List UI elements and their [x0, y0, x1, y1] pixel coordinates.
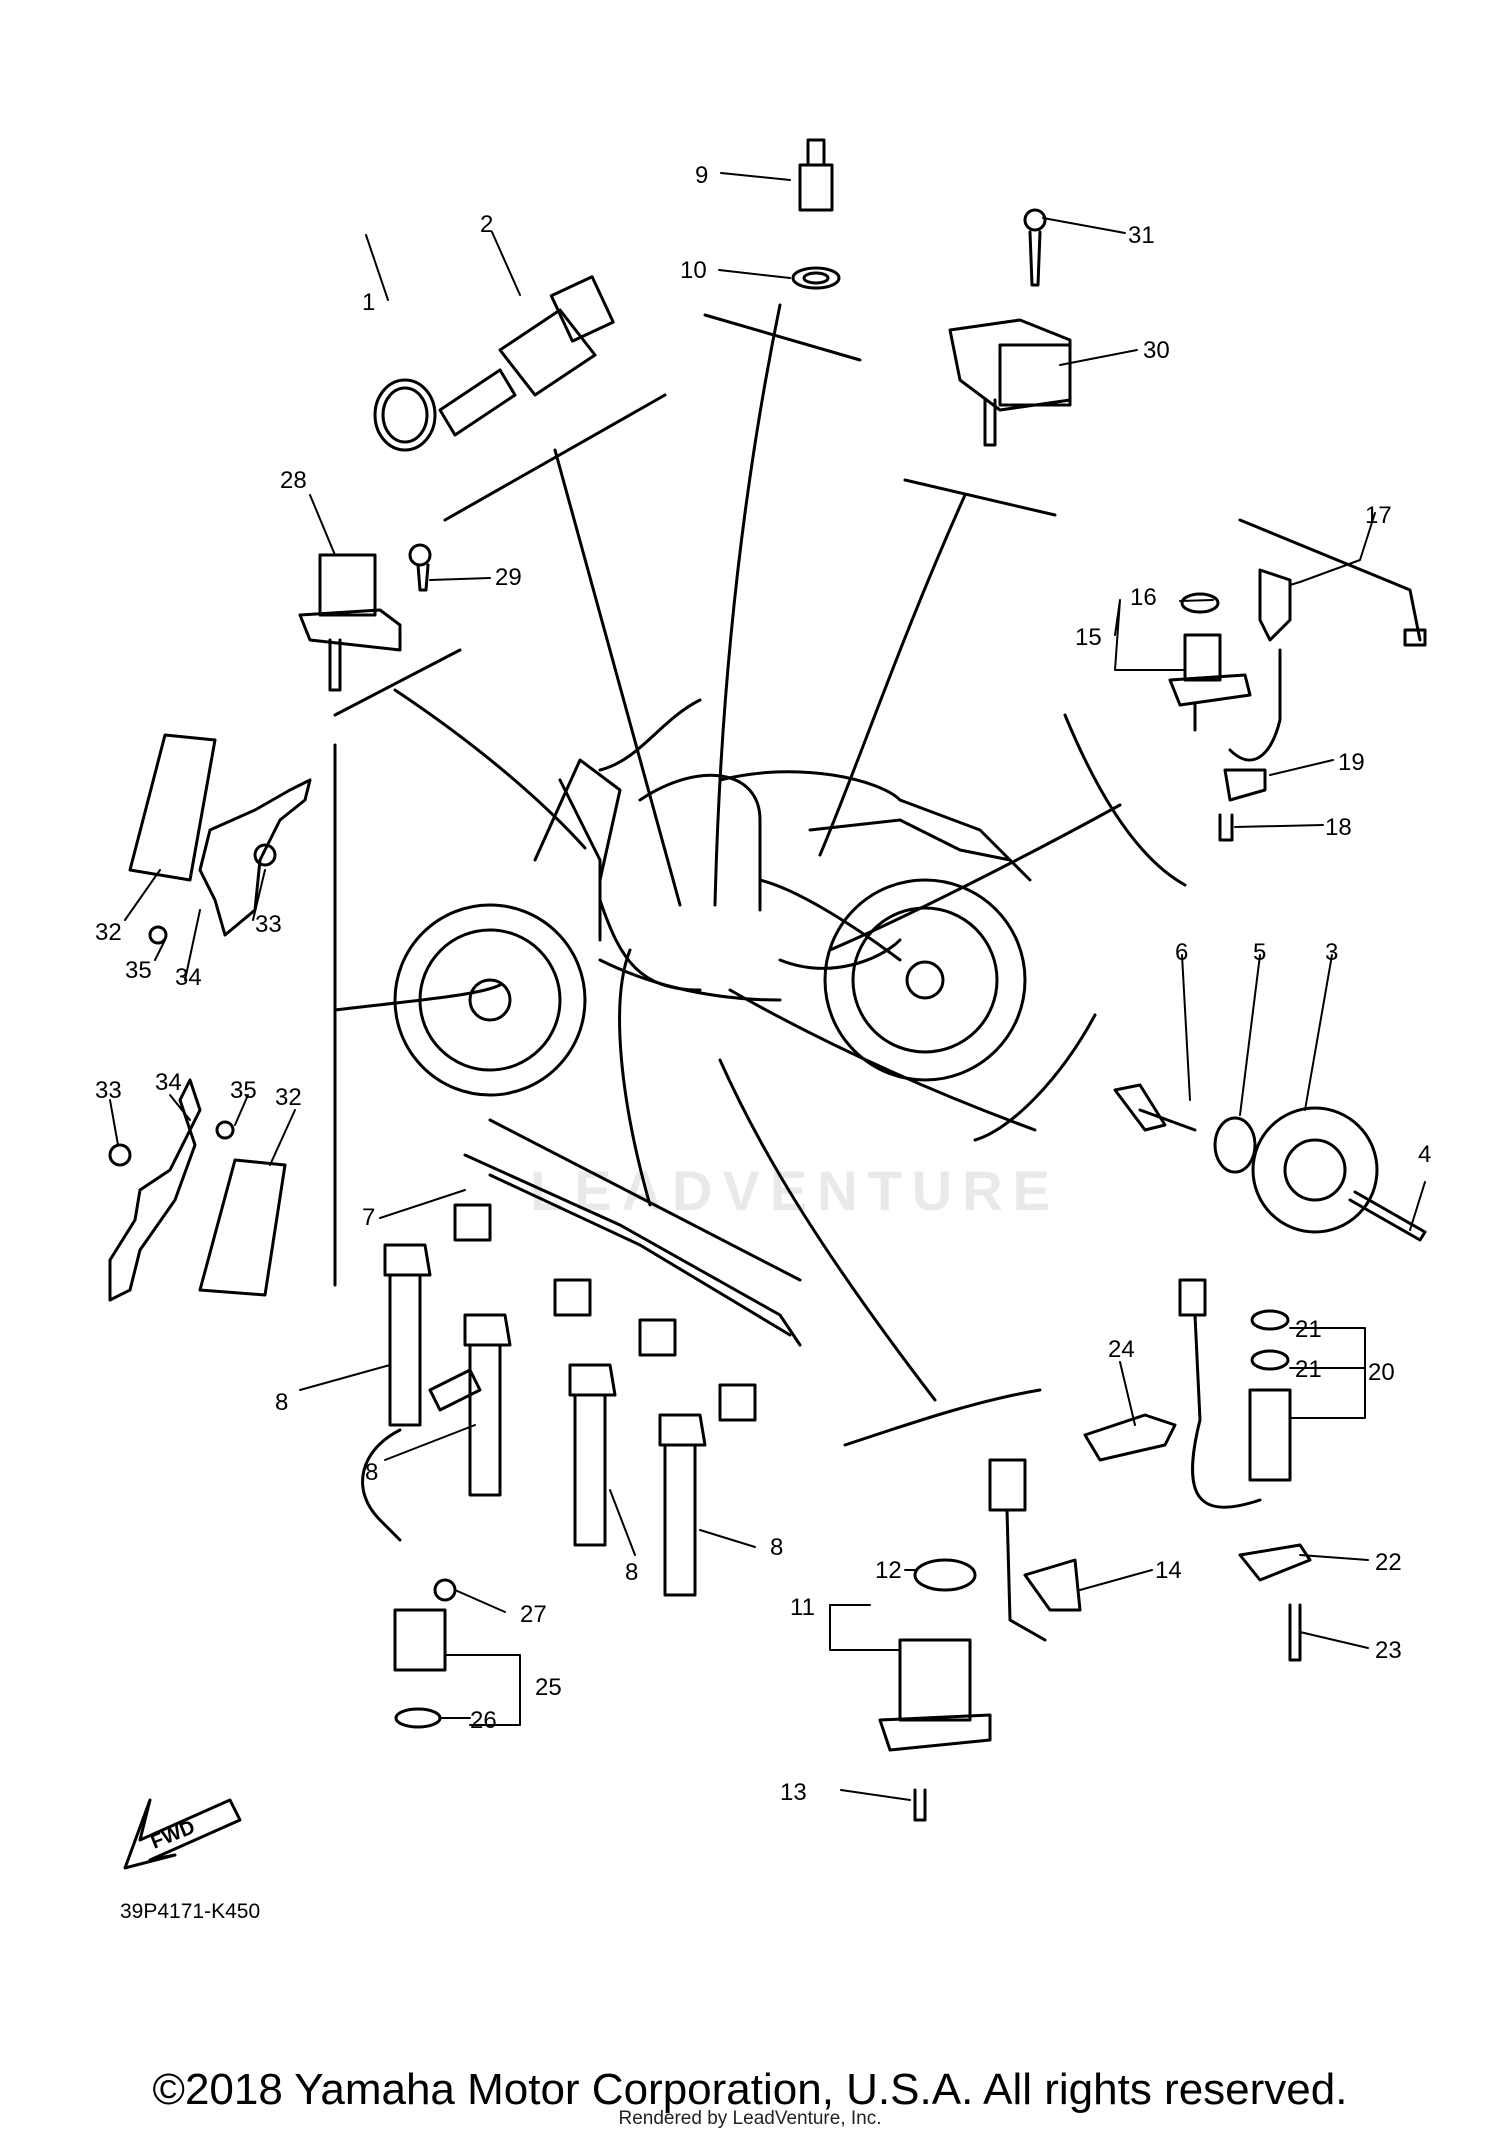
part-label: 33	[95, 1077, 122, 1104]
part-label: 9	[695, 162, 708, 189]
copyright-text: ©2018 Yamaha Motor Corporation, U.S.A. A…	[152, 2065, 1348, 2114]
part-label: 21	[1295, 1316, 1322, 1343]
part-label: 33	[255, 911, 282, 938]
part-label: 2	[480, 211, 493, 238]
leader-lines	[333, 303, 1122, 1402]
part-label: 7	[362, 1204, 375, 1231]
diagram-code: 39P4171-K450	[120, 1900, 261, 1923]
part-label: 18	[1325, 814, 1352, 841]
part-label: 15	[1075, 624, 1102, 651]
part-label: 34	[155, 1069, 182, 1096]
part-label: 20	[1368, 1359, 1395, 1386]
part-label: 3	[1325, 939, 1338, 966]
part-label: 8	[770, 1534, 783, 1561]
part-label: 32	[275, 1084, 302, 1111]
part-label: 23	[1375, 1637, 1402, 1664]
part-label: 34	[175, 964, 202, 991]
part-label: 5	[1253, 939, 1266, 966]
part-label: 13	[780, 1779, 807, 1806]
part-label: 25	[535, 1674, 562, 1701]
part-label: 6	[1175, 939, 1188, 966]
part-label: 31	[1128, 222, 1155, 249]
part-label: 28	[280, 467, 307, 494]
part-label: 35	[230, 1077, 257, 1104]
group-brackets	[333, 313, 1187, 1447]
part-label: 21	[1295, 1356, 1322, 1383]
part-label: 1	[362, 289, 375, 316]
part-label: 14	[1155, 1557, 1182, 1584]
part-label: 8	[625, 1559, 638, 1586]
part-label: 29	[495, 564, 522, 591]
part-label: 17	[1365, 502, 1392, 529]
part-label: 10	[680, 257, 707, 284]
part-label: 19	[1338, 749, 1365, 776]
part-label: 11	[790, 1594, 815, 1621]
motorcycle-illustration	[393, 698, 1032, 1097]
part-label: 27	[520, 1601, 547, 1628]
part-label: 22	[1375, 1549, 1402, 1576]
part-label: 8	[275, 1389, 288, 1416]
fwd-label: FWD	[148, 1816, 198, 1853]
part-label: 24	[1108, 1336, 1135, 1363]
part-label: 12	[875, 1557, 902, 1584]
part-label: 4	[1418, 1141, 1431, 1168]
part-label: 16	[1130, 584, 1157, 611]
part-label: 8	[365, 1459, 378, 1486]
label-leaders	[109, 172, 1426, 1801]
part-label: 30	[1143, 337, 1170, 364]
part-labels: 1 2 3 4 5 6 7 8 8 8 8 9 10 11 12 13 14 1…	[95, 162, 1431, 1806]
part-label: 26	[470, 1707, 497, 1734]
part-label: 32	[95, 919, 122, 946]
rendered-by-text: Rendered by LeadVenture, Inc.	[618, 2108, 882, 2129]
part-label: 35	[125, 957, 152, 984]
